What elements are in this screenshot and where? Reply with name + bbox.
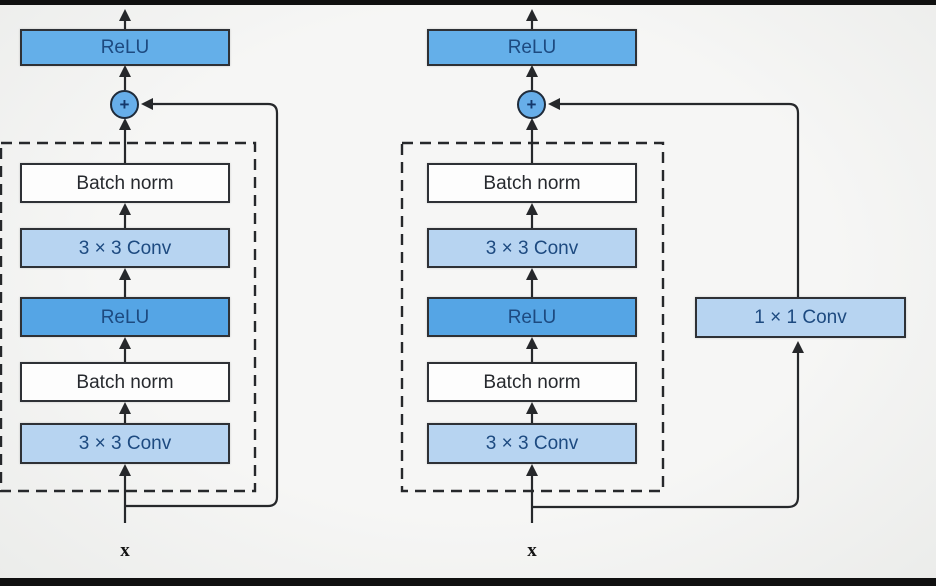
right-input-label: x [527,540,537,561]
left-skip-connection [126,97,279,508]
right-skip-to-conv-arrow [533,340,805,509]
left-conv-2-box: 3 × 3 Conv [20,423,230,464]
right-add-junction: + [517,90,546,119]
right-batch-norm-1-box: Batch norm [427,163,637,203]
left-add-junction: + [110,90,139,119]
left-dashed-boundary [0,141,257,493]
right-conv-2-box: 3 × 3 Conv [427,423,637,464]
letterbox-bottom [0,578,936,586]
right-batch-norm-2-box: Batch norm [427,362,637,402]
right-conv-1-box: 3 × 3 Conv [427,228,637,268]
left-batch-norm-1-box: Batch norm [20,163,230,203]
plus-icon: + [119,94,130,114]
letterbox-top [0,0,936,5]
right-inner-relu-box: ReLU [427,297,637,337]
right-output-relu-box: ReLU [427,29,637,66]
plus-icon: + [526,94,537,114]
left-inner-relu-box: ReLU [20,297,230,337]
right-shortcut-conv-box: 1 × 1 Conv [695,297,906,338]
left-input-label: x [120,540,130,561]
left-output-relu-box: ReLU [20,29,230,66]
right-conv-to-add-arrow [547,97,800,297]
left-batch-norm-2-box: Batch norm [20,362,230,402]
left-conv-1-box: 3 × 3 Conv [20,228,230,268]
